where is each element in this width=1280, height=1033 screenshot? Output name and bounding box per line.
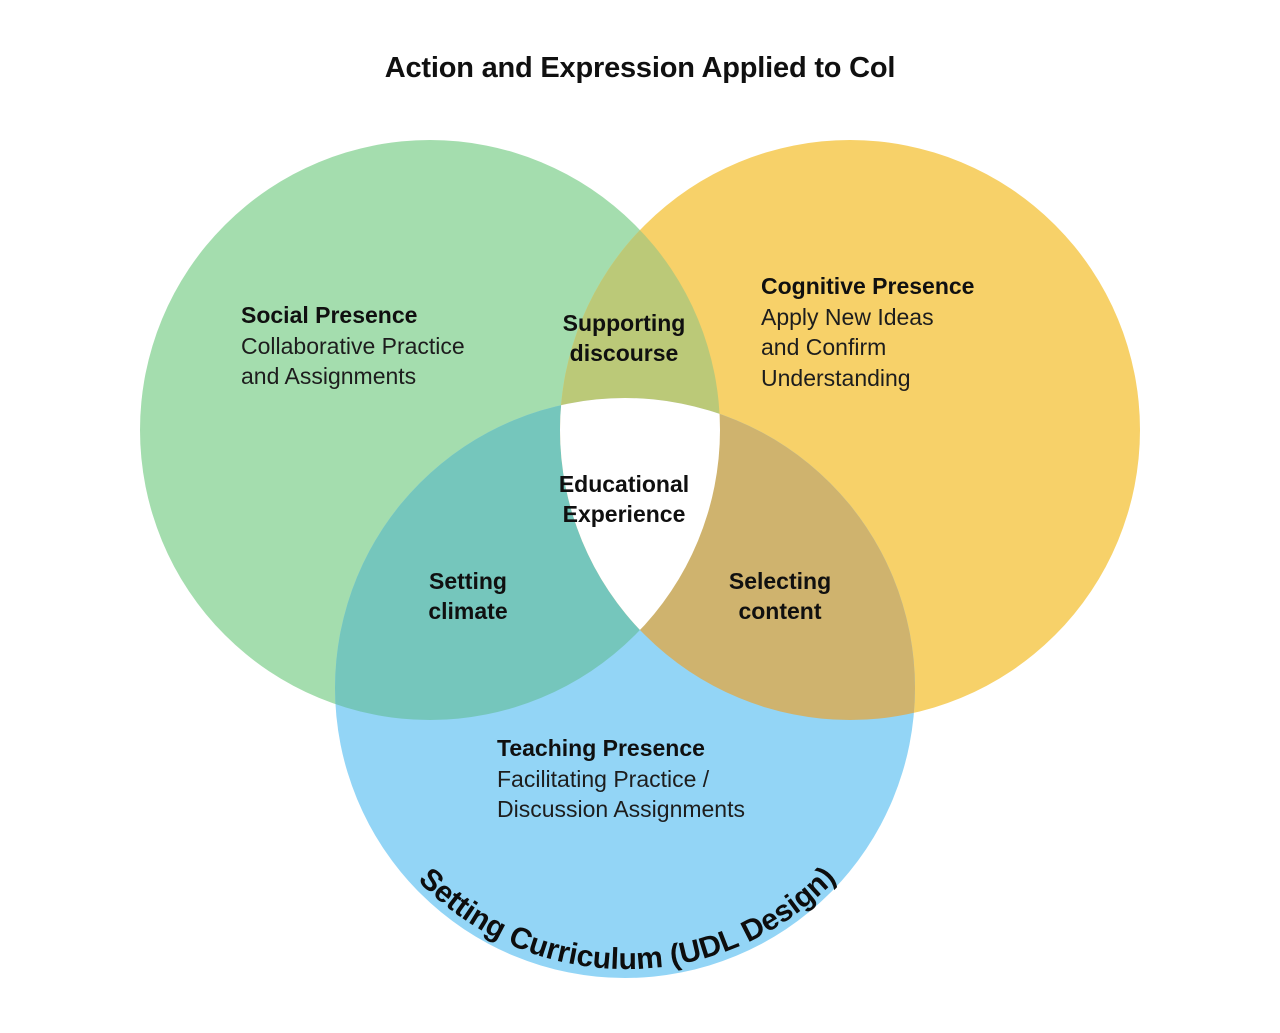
- cognitive-presence-title: Cognitive Presence: [761, 273, 975, 299]
- teaching-presence-title: Teaching Presence: [497, 735, 705, 761]
- label-cognitive-presence: Cognitive Presence Apply New Ideas and C…: [761, 272, 1061, 393]
- teaching-presence-subtitle: Facilitating Practice / Discussion Assig…: [497, 765, 745, 823]
- label-social-presence: Social Presence Collaborative Practice a…: [241, 301, 541, 392]
- page-title: Action and Expression Applied to Col: [384, 52, 896, 84]
- label-supporting-discourse: Supporting discourse: [562, 310, 686, 366]
- label-educational-experience: Educational Experience: [558, 471, 690, 527]
- cognitive-presence-subtitle: Apply New Ideas and Confirm Understandin…: [761, 303, 934, 391]
- label-selecting-content: Selecting content: [728, 568, 832, 624]
- label-teaching-presence: Teaching Presence Facilitating Practice …: [497, 734, 857, 825]
- social-presence-subtitle: Collaborative Practice and Assignments: [241, 332, 465, 390]
- social-presence-title: Social Presence: [241, 302, 418, 328]
- label-setting-climate: Setting climate: [428, 568, 508, 624]
